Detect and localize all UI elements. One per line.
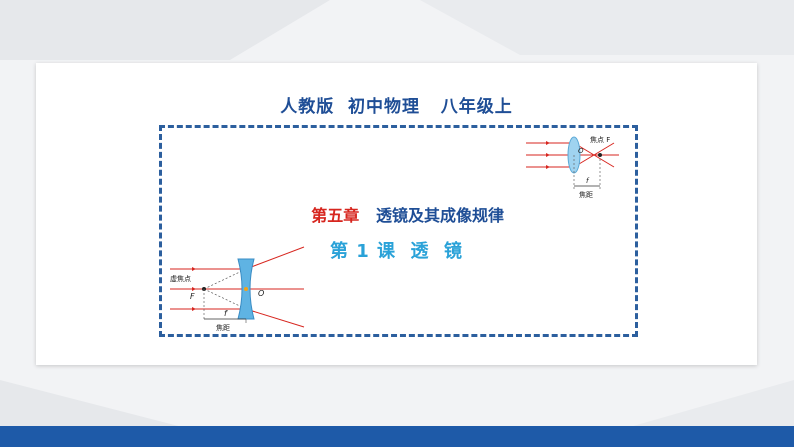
convex-f-label: f xyxy=(586,177,590,185)
concave-focus-label: F xyxy=(190,292,195,301)
bottom-bar xyxy=(0,426,794,447)
chapter-name: 透镜及其成像规律 xyxy=(376,206,505,225)
convex-focus-label: 焦点 F xyxy=(590,135,610,144)
convex-lens-diagram: 焦点 F O f 焦距 xyxy=(526,135,619,199)
concave-f-label: f xyxy=(224,309,228,318)
chapter-title: 第五章 透镜及其成像规律 xyxy=(36,183,757,245)
convex-distance-label: 焦距 xyxy=(579,190,593,199)
lesson-title: 第 1 课 透 镜 xyxy=(329,241,464,262)
edition-heading: 人教版 初中物理 八年级上 xyxy=(280,97,513,117)
dashed-frame xyxy=(159,125,638,337)
title-card: 人教版 初中物理 八年级上 焦点 F O f 焦距 第五章 透镜及其成像规律 第… xyxy=(36,63,757,365)
concave-distance-label: 焦距 xyxy=(216,323,230,331)
convex-center-label: O xyxy=(578,147,584,155)
concave-center-label: O xyxy=(258,289,264,298)
concave-lens-diagram: 虚焦点 F O f 焦距 xyxy=(170,246,305,331)
chapter-number: 第五章 xyxy=(311,206,360,225)
concave-virtual-focus-label: 虚焦点 xyxy=(170,274,191,283)
